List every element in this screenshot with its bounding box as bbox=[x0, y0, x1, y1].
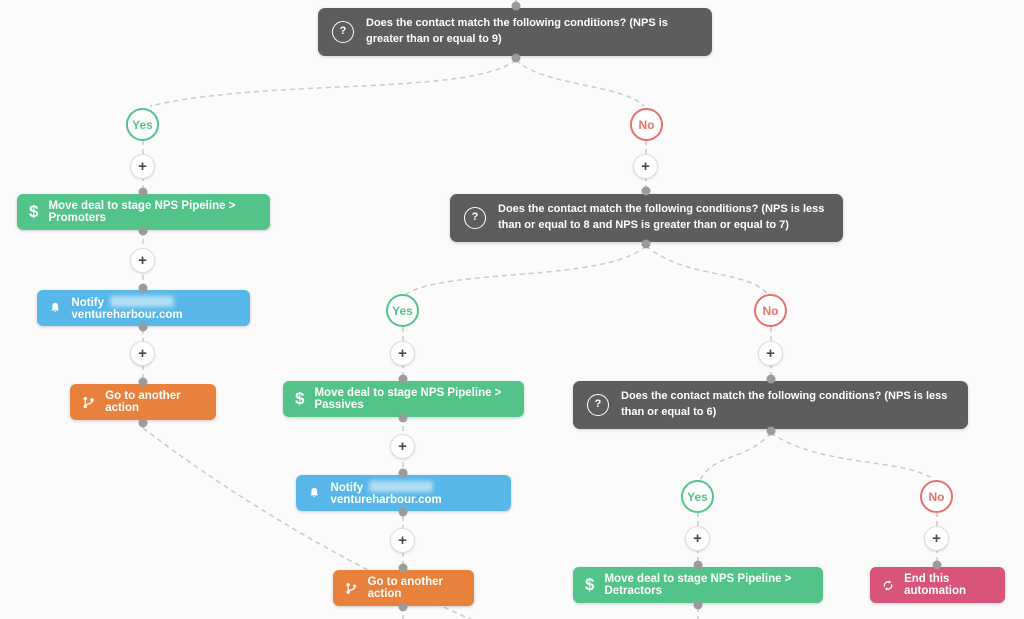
dollar-icon: $ bbox=[295, 388, 305, 408]
condition-text: Does the contact match the following con… bbox=[366, 17, 668, 45]
add-step-button[interactable]: + bbox=[633, 154, 658, 179]
action-label: Move deal to stage NPS Pipeline > Passiv… bbox=[314, 387, 502, 411]
branch-fork-icon bbox=[83, 396, 94, 408]
condition-node-nps-lte-6[interactable]: ? Does the contact match the following c… bbox=[573, 381, 968, 429]
action-node-goto-action[interactable]: Go to another action bbox=[333, 570, 474, 606]
action-node-move-deal-detractors[interactable]: $ Move deal to stage NPS Pipeline > Detr… bbox=[573, 567, 823, 603]
branch-no-label: No bbox=[920, 480, 953, 513]
condition-node-nps-8-7[interactable]: ? Does the contact match the following c… bbox=[450, 194, 843, 242]
notification-bell-icon bbox=[51, 302, 60, 313]
action-node-notify-email[interactable]: Notifyventureharbour.com bbox=[296, 475, 511, 511]
help-icon: ? bbox=[587, 394, 609, 416]
help-icon: ? bbox=[332, 21, 354, 43]
action-label: Notifyventureharbour.com bbox=[330, 480, 442, 506]
action-node-goto-action[interactable]: Go to another action bbox=[70, 384, 216, 420]
action-label: Move deal to stage NPS Pipeline > Promot… bbox=[48, 200, 236, 224]
branch-yes-label: Yes bbox=[681, 480, 714, 513]
redacted-email-blur bbox=[110, 295, 174, 307]
dollar-icon: $ bbox=[29, 201, 39, 221]
branch-no-label: No bbox=[630, 108, 663, 141]
notification-bell-icon bbox=[310, 487, 319, 498]
add-step-button[interactable]: + bbox=[130, 341, 155, 366]
add-step-button[interactable]: + bbox=[390, 434, 415, 459]
add-step-button[interactable]: + bbox=[685, 526, 710, 551]
branch-no-label: No bbox=[754, 294, 787, 327]
action-label: Notifyventureharbour.com bbox=[71, 295, 183, 321]
end-automation-icon bbox=[883, 579, 893, 591]
add-step-button[interactable]: + bbox=[130, 248, 155, 273]
action-label: Move deal to stage NPS Pipeline > Detrac… bbox=[604, 573, 792, 597]
action-node-move-deal-passives[interactable]: $ Move deal to stage NPS Pipeline > Pass… bbox=[283, 381, 524, 417]
condition-text: Does the contact match the following con… bbox=[621, 390, 948, 418]
add-step-button[interactable]: + bbox=[758, 341, 783, 366]
action-node-end-automation[interactable]: End this automation bbox=[870, 567, 1005, 603]
branch-yes-label: Yes bbox=[386, 294, 419, 327]
redacted-email-blur bbox=[369, 480, 434, 492]
condition-node-nps-gte-9[interactable]: ? Does the contact match the following c… bbox=[318, 8, 712, 56]
action-node-move-deal-promoters[interactable]: $ Move deal to stage NPS Pipeline > Prom… bbox=[17, 194, 270, 230]
action-label: Go to another action bbox=[105, 390, 181, 414]
action-label: Go to another action bbox=[367, 576, 443, 600]
dollar-icon: $ bbox=[585, 574, 595, 594]
condition-text: Does the contact match the following con… bbox=[498, 203, 825, 231]
add-step-button[interactable]: + bbox=[924, 526, 949, 551]
branch-fork-icon bbox=[346, 582, 357, 594]
action-node-notify-email[interactable]: Notifyventureharbour.com bbox=[37, 290, 250, 326]
branch-yes-label: Yes bbox=[126, 108, 159, 141]
add-step-button[interactable]: + bbox=[390, 341, 415, 366]
help-icon: ? bbox=[464, 207, 486, 229]
action-label: End this automation bbox=[904, 573, 967, 597]
add-step-button[interactable]: + bbox=[130, 154, 155, 179]
add-step-button[interactable]: + bbox=[390, 528, 415, 553]
dashed-connector bbox=[142, 0, 938, 619]
